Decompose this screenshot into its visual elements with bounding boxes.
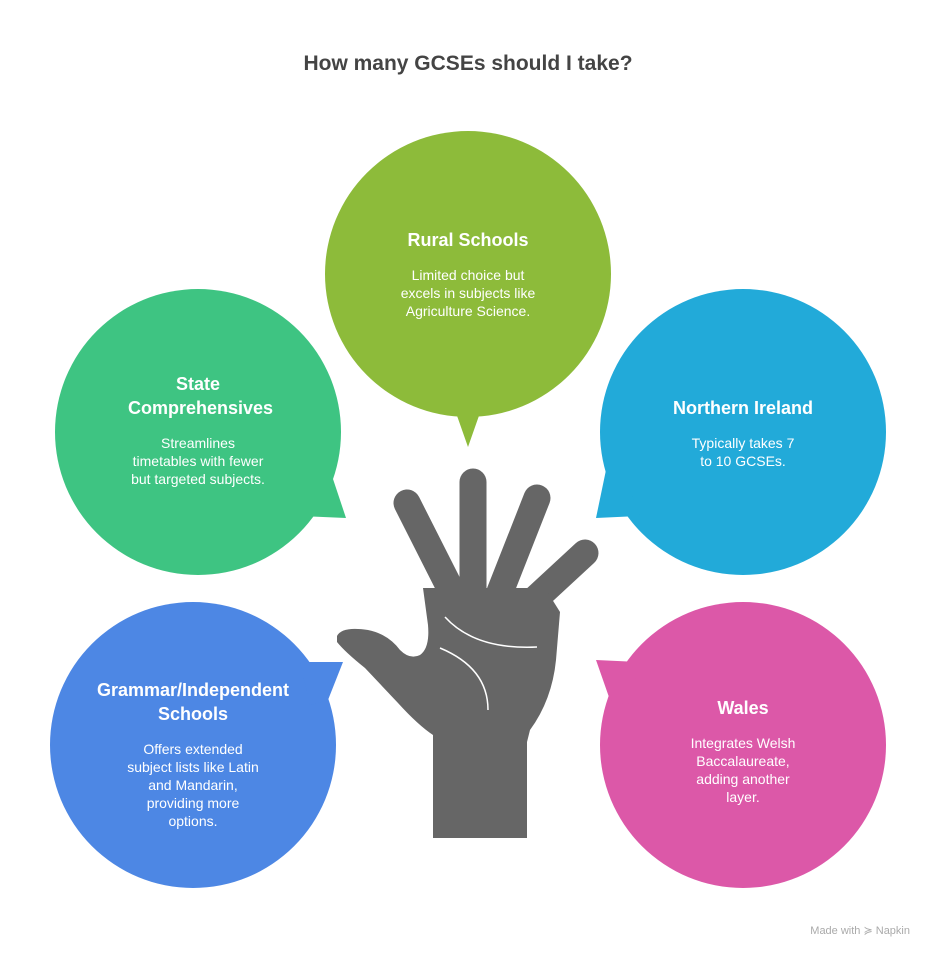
bubble-description: Integrates Welsh Baccalaureate, adding a… [690, 735, 796, 805]
napkin-credit: Made with ≽ Napkin [810, 925, 910, 937]
bubble-description: Typically takes 7 to 10 GCSEs. [691, 435, 795, 469]
bubble-rural-text: Rural Schools Limited choice but excels … [358, 228, 578, 320]
bubble-title: State Comprehensives [128, 374, 274, 418]
page-title: How many GCSEs should I take? [303, 52, 633, 75]
bubble-description: Streamlines timetables with fewer but ta… [131, 435, 265, 487]
bubble-title: Grammar/Independent Schools [96, 680, 290, 724]
bubble-rural [325, 131, 611, 447]
hand-icon [337, 468, 599, 838]
bubble-title: Wales [717, 698, 769, 718]
bubble-title: Rural Schools [407, 230, 529, 250]
bubble-grammar-text: Grammar/Independent Schools Offers exten… [73, 678, 313, 830]
bubble-description: Offers extended subject lists like Latin… [127, 741, 259, 829]
bubble-northern-ireland-text: Northern Ireland Typically takes 7 to 10… [633, 396, 853, 470]
bubble-wales-text: Wales Integrates Welsh Baccalaureate, ad… [633, 696, 853, 806]
bubble-title: Northern Ireland [672, 398, 814, 418]
bubble-wales [596, 602, 886, 888]
bubble-state [55, 289, 346, 575]
bubble-description: Limited choice but excels in subjects li… [400, 267, 536, 319]
bubble-northern-ireland [596, 289, 886, 575]
bubble-grammar [50, 602, 343, 888]
bubble-state-text: State Comprehensives Streamlines timetab… [88, 372, 308, 488]
